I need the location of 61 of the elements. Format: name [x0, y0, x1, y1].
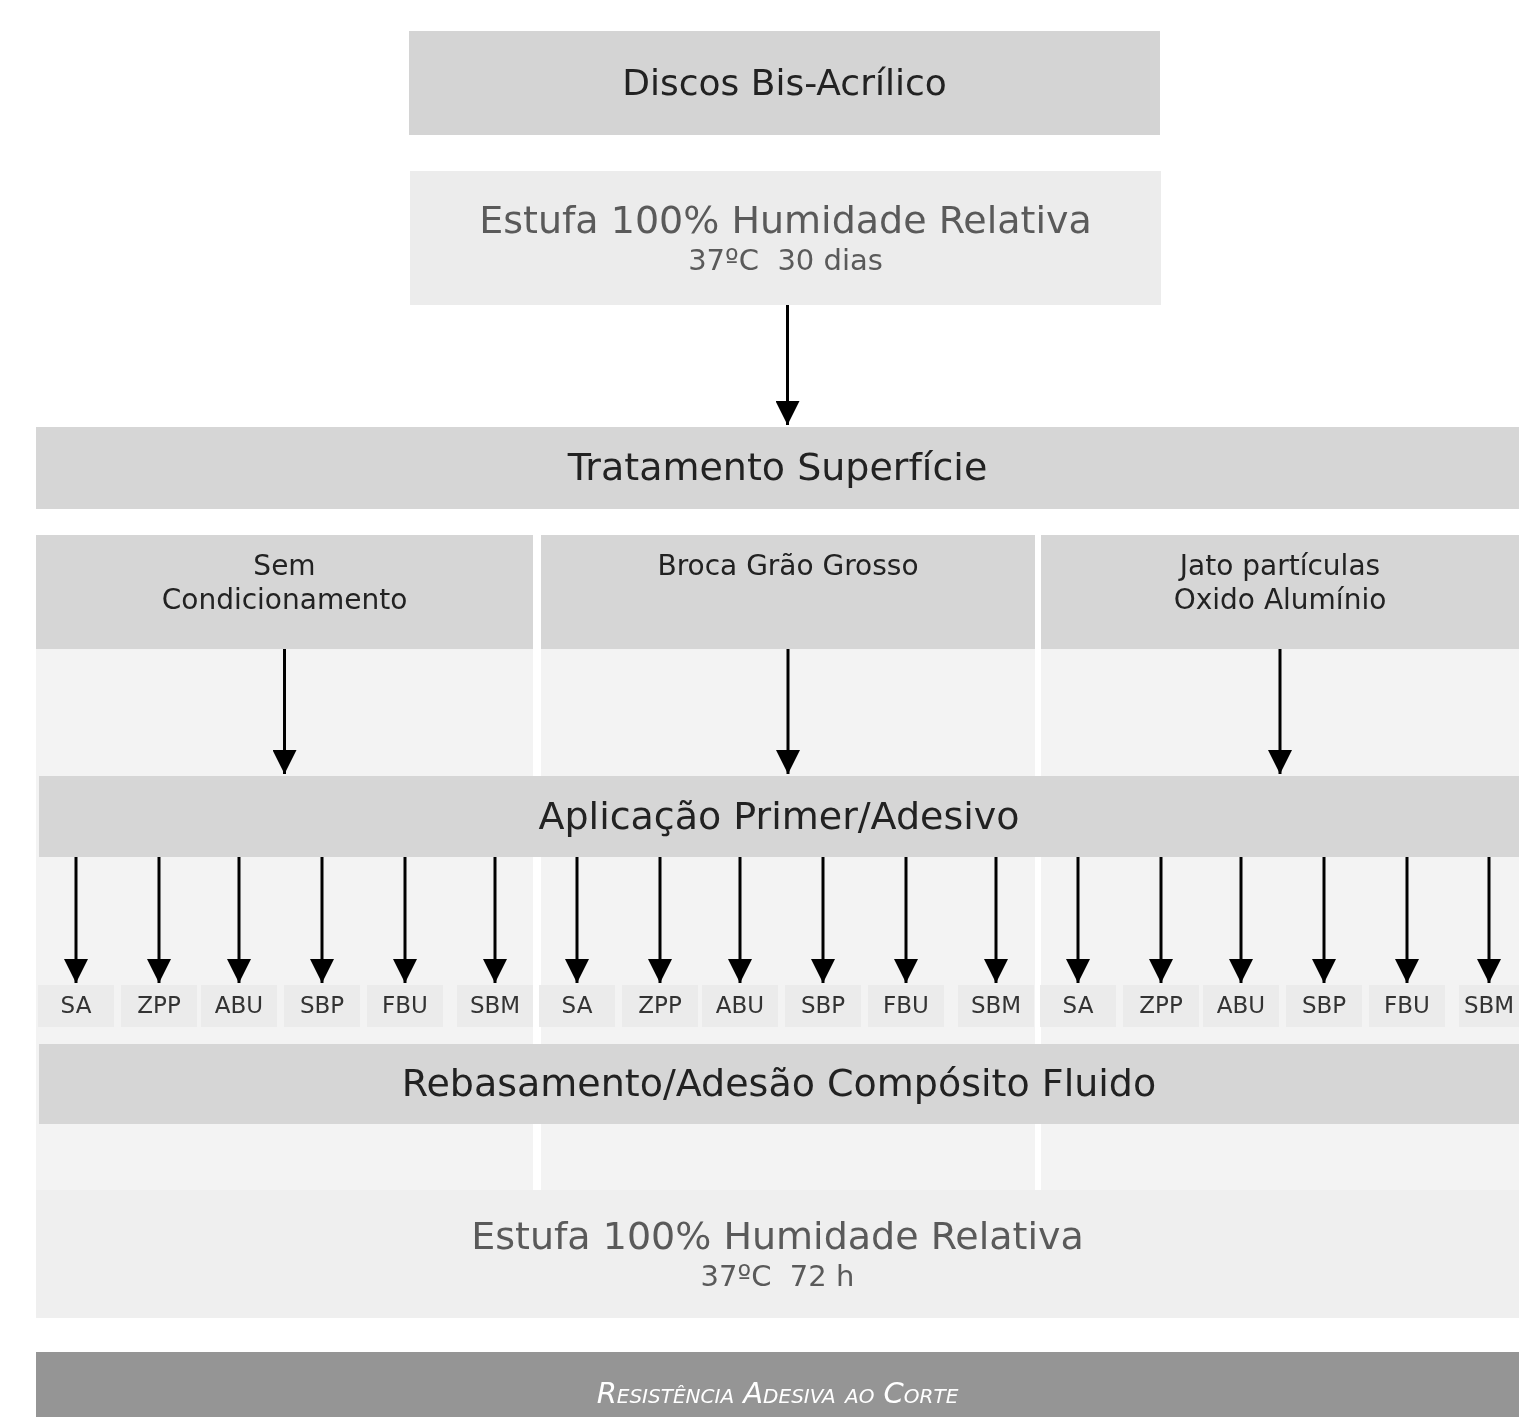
- arrow: [1312, 857, 1336, 983]
- process-box: [409, 31, 1160, 135]
- node-title: SA: [1062, 992, 1094, 1020]
- arrow: [894, 857, 918, 983]
- node-title: ABU: [715, 992, 765, 1020]
- node-title: SBP: [800, 992, 846, 1020]
- node-title: Sem Condicionamento: [160, 549, 409, 617]
- column-heading-box: [541, 535, 1035, 649]
- arrow: [64, 857, 88, 983]
- node-title: SA: [60, 992, 92, 1020]
- arrow: [1477, 857, 1501, 983]
- arrow: [565, 857, 589, 983]
- node-title: Estufa 100% Humidade Relativa: [471, 1213, 1084, 1260]
- node-title: Broca Grão Grosso: [657, 549, 919, 583]
- node-title: Estufa 100% Humidade Relativa: [479, 197, 1092, 244]
- node-title: FBU: [382, 992, 428, 1020]
- arrow: [1268, 649, 1292, 774]
- arrow: [984, 857, 1008, 983]
- arrow: [1229, 857, 1253, 983]
- node-title: SA: [561, 992, 593, 1020]
- arrow: [1066, 857, 1090, 983]
- node-title: Jato partículas Oxido Alumínio: [1172, 549, 1388, 617]
- column-heading-box: [36, 535, 533, 649]
- arrow: [1149, 857, 1173, 983]
- node-title: Discos Bis-Acrílico: [622, 61, 947, 105]
- process-band: [39, 1044, 1519, 1124]
- node-title: SBM: [970, 992, 1022, 1020]
- node-title: ZPP: [1139, 992, 1183, 1020]
- arrow: [147, 857, 171, 983]
- arrow: [227, 857, 251, 983]
- arrow: [1395, 857, 1419, 983]
- arrow: [728, 857, 752, 983]
- node-title: Resistência Adesiva ao Corte: [596, 1376, 959, 1411]
- node-title: Aplicação Primer/Adesivo: [538, 793, 1020, 840]
- arrow: [648, 857, 672, 983]
- arrow: [393, 857, 417, 983]
- node-title: Tratamento Superfície: [567, 445, 988, 491]
- node-title: SBP: [299, 992, 345, 1020]
- node-title: FBU: [1384, 992, 1430, 1020]
- node-title: FBU: [883, 992, 929, 1020]
- node-title: ZPP: [638, 992, 682, 1020]
- process-band: [36, 427, 1519, 509]
- node-title: ABU: [1216, 992, 1266, 1020]
- node-title: ZPP: [137, 992, 181, 1020]
- arrow: [811, 857, 835, 983]
- arrow: [776, 649, 800, 774]
- node-title: SBM: [1463, 992, 1515, 1020]
- node-title: SBM: [469, 992, 521, 1020]
- arrow: [483, 857, 507, 983]
- result-bar: [36, 1352, 1519, 1417]
- node-title: ABU: [214, 992, 264, 1020]
- arrow: [775, 305, 800, 425]
- column-heading-box: [1041, 535, 1519, 649]
- node-title: SBP: [1301, 992, 1347, 1020]
- node-detail: 37ºC 72 h: [700, 1259, 855, 1295]
- arrow: [310, 857, 334, 983]
- node-detail: 37ºC 30 dias: [688, 243, 883, 279]
- arrow: [272, 649, 297, 774]
- node-title: Rebasamento/Adesão Compósito Fluido: [401, 1061, 1157, 1107]
- process-box: [410, 171, 1161, 305]
- process-band: [39, 776, 1519, 857]
